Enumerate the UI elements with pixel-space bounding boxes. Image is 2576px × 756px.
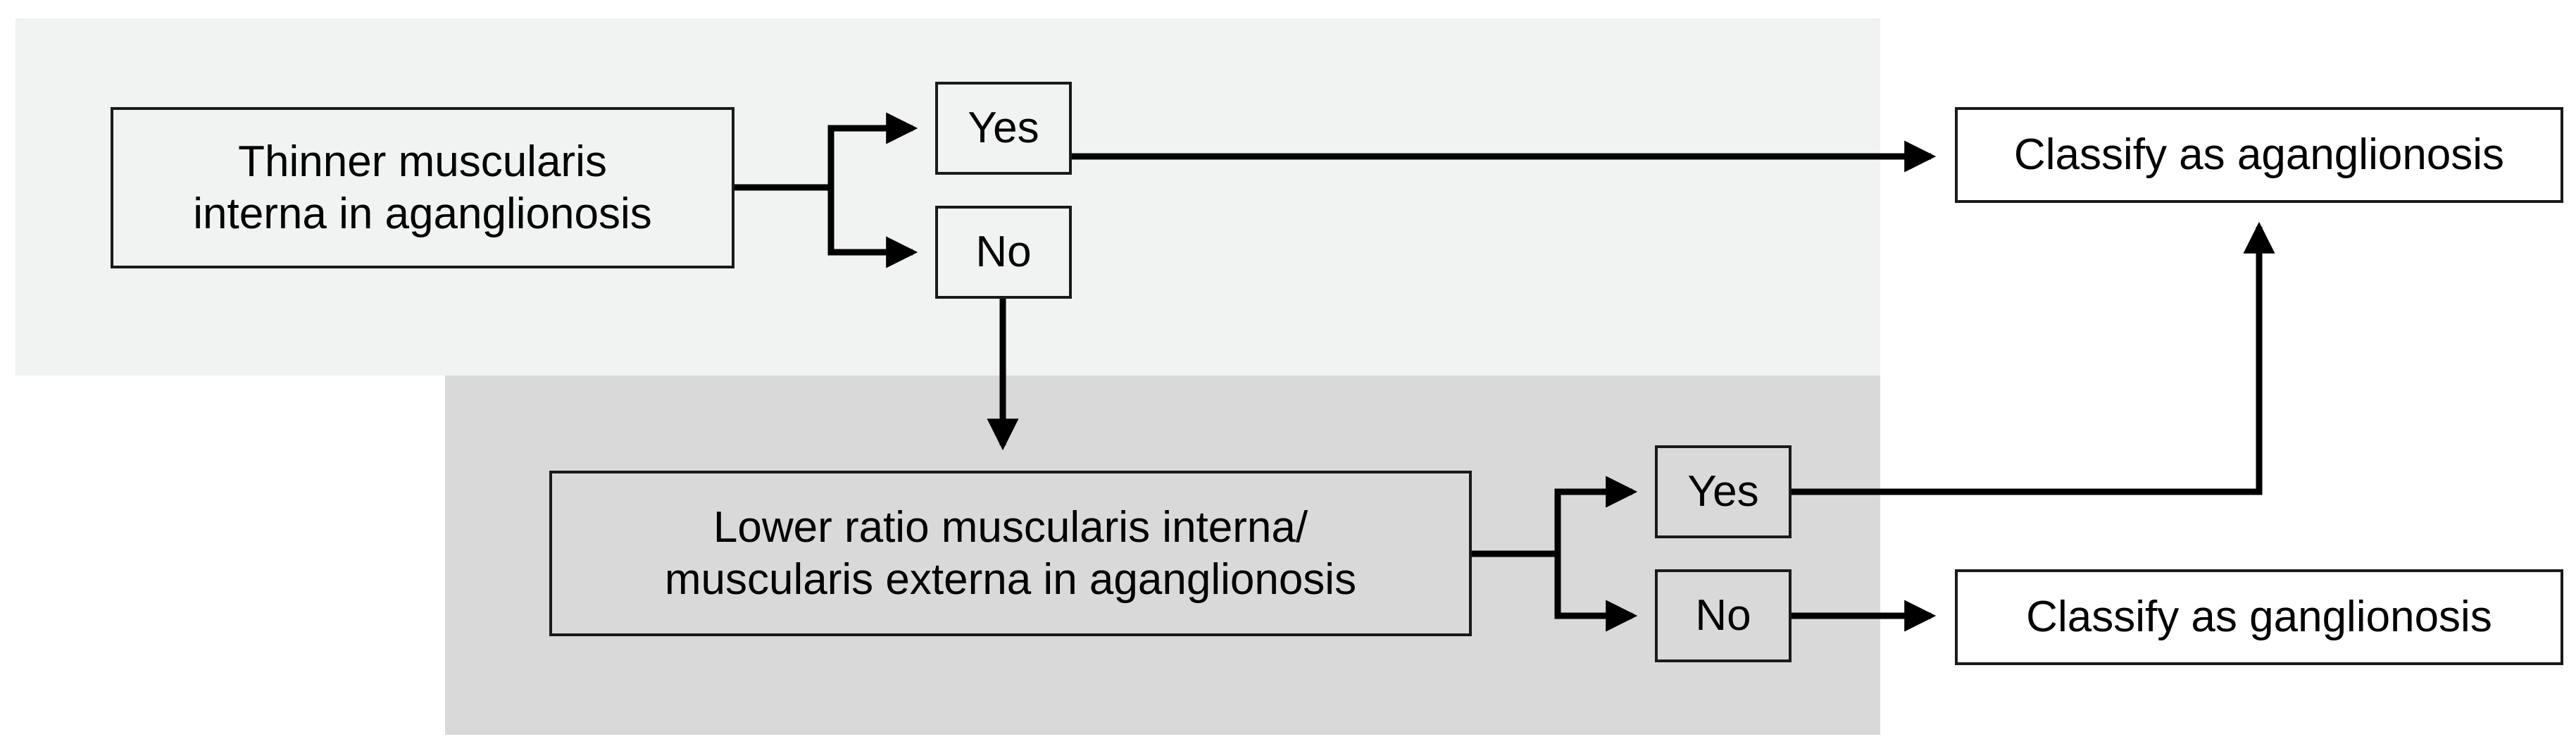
node-classify-as-ganglionosis[interactable]: Classify as ganglionosis xyxy=(1955,569,2563,665)
node-no-bottom[interactable]: No xyxy=(1655,569,1792,662)
node-lower-ratio-muscularis[interactable]: Lower ratio muscularis interna/ muscular… xyxy=(549,471,1472,636)
node-label: No xyxy=(1695,591,1751,640)
node-yes-bottom[interactable]: Yes xyxy=(1655,445,1792,538)
node-label: Classify as aganglionosis xyxy=(2013,130,2505,180)
node-yes-top[interactable]: Yes xyxy=(935,82,1072,175)
node-label: Classify as ganglionosis xyxy=(2026,593,2492,642)
panel-step-one xyxy=(15,18,1880,376)
node-label: No xyxy=(975,228,1032,277)
node-classify-as-aganglionosis[interactable]: Classify as aganglionosis xyxy=(1955,107,2563,203)
node-no-top[interactable]: No xyxy=(935,206,1072,299)
node-thinner-muscularis-interna[interactable]: Thinner muscularis interna in agangliono… xyxy=(111,107,734,268)
node-label: Thinner muscularis interna in agangliono… xyxy=(193,137,652,238)
node-label: Lower ratio muscularis interna/ muscular… xyxy=(664,503,1357,604)
node-label: Yes xyxy=(1687,467,1759,516)
panel-step-two xyxy=(445,376,1880,735)
node-label: Yes xyxy=(968,104,1039,153)
